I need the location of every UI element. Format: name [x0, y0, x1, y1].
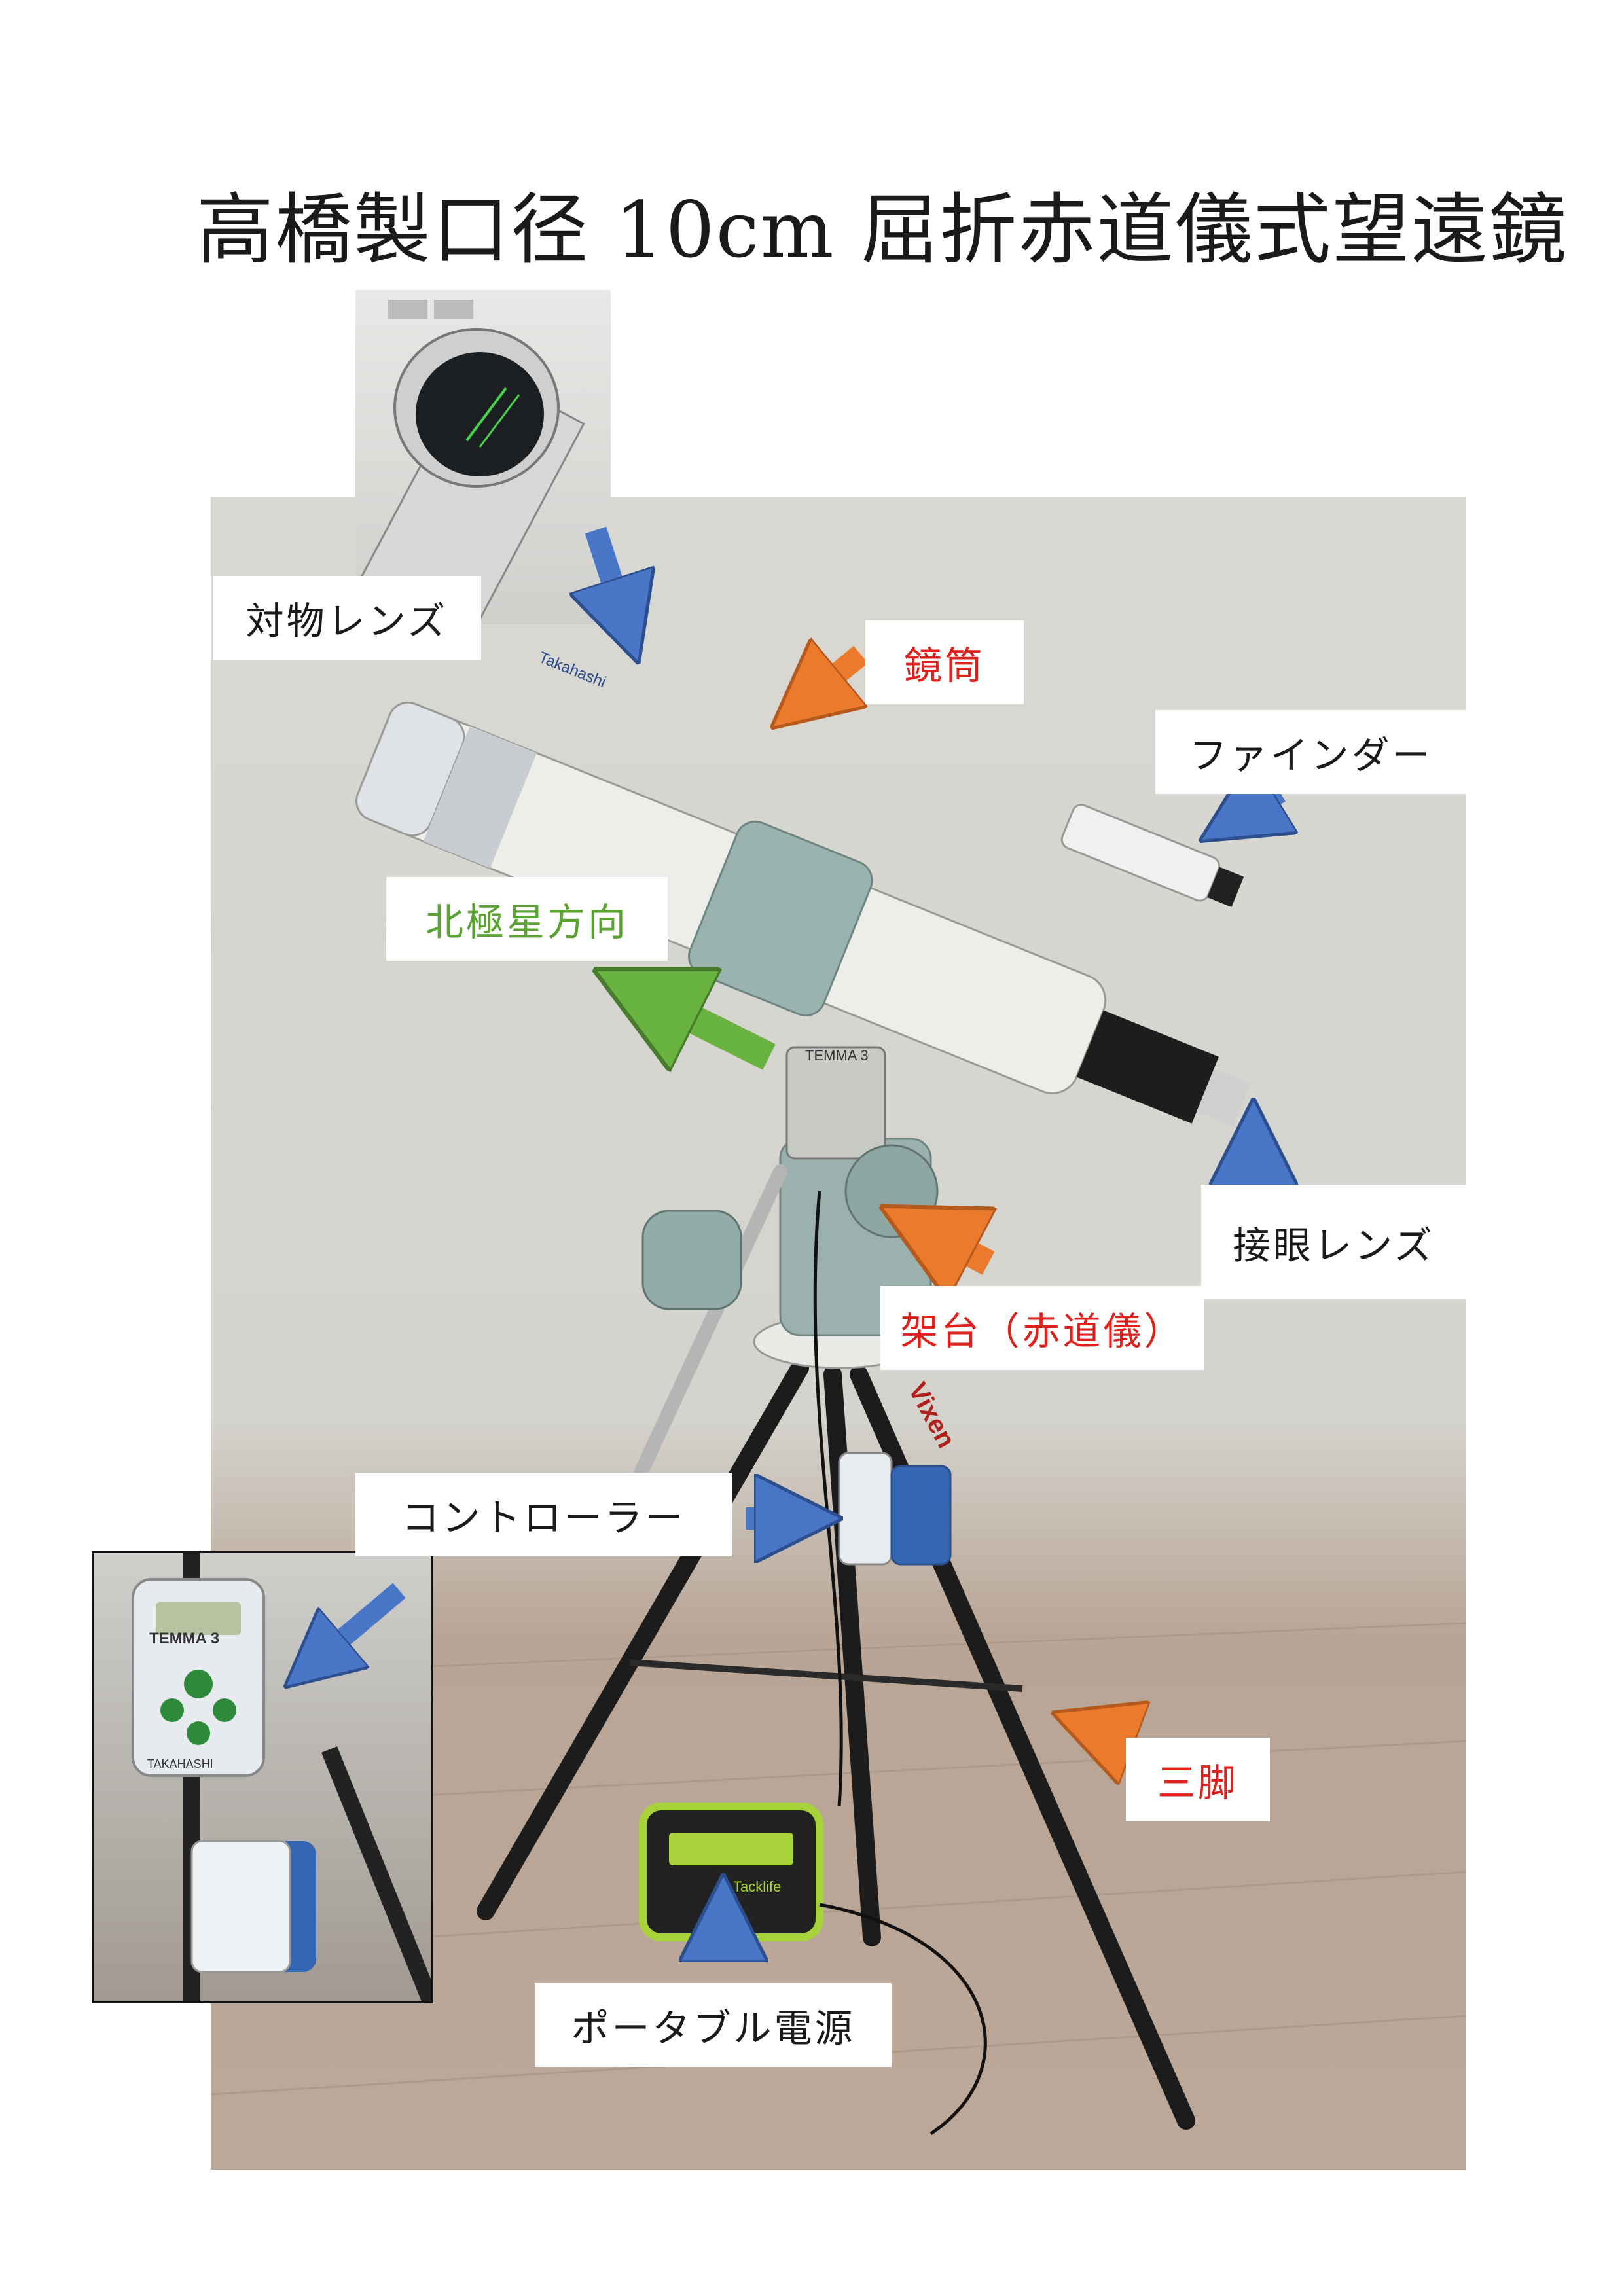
page-title: 高橋製口径 10cm 屈折赤道儀式望遠鏡 [196, 185, 1568, 275]
tube-label: 鏡筒 [865, 620, 1024, 704]
objective-lens-illustration [355, 300, 585, 624]
power-brand-text: Tacklife [733, 1878, 782, 1895]
finder-label: ファインダー [1155, 710, 1466, 794]
objective-lens-label: 対物レンズ [213, 576, 481, 660]
north-star-direction-label: 北極星方向 [386, 877, 668, 961]
controller-maker-text: TAKAHASHI [147, 1757, 213, 1770]
eyepiece-label: 接眼レンズ [1201, 1185, 1466, 1299]
mount-label: 架台（赤道儀） [880, 1286, 1204, 1370]
mount-brand-text: TEMMA 3 [805, 1047, 869, 1064]
controller-illustration [132, 1553, 431, 2001]
tripod-label: 三脚 [1126, 1738, 1270, 1821]
controller-label: コントローラー [355, 1473, 732, 1556]
objective-lens-inset-photo [355, 290, 611, 624]
controller-inset-photo [92, 1551, 433, 2003]
portable-power-label: ポータブル電源 [535, 1983, 892, 2067]
controller-brand-text: TEMMA 3 [149, 1630, 220, 1647]
